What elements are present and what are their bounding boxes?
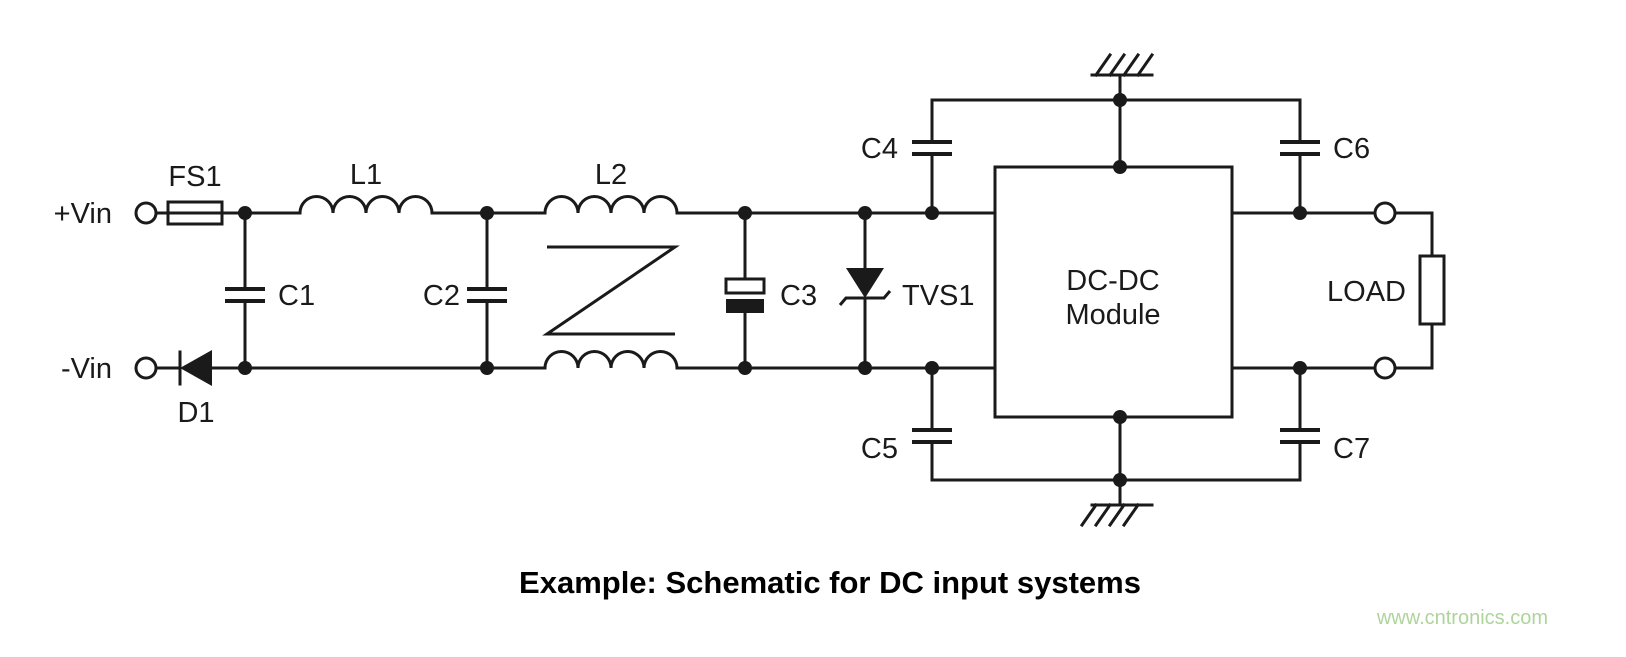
label-c4: C4	[861, 133, 898, 165]
junction-dots	[238, 93, 1307, 487]
label-d1: D1	[177, 397, 214, 429]
choke-core-symbol	[542, 245, 680, 336]
label-fs1: FS1	[168, 161, 221, 193]
common-mode-choke-l2	[542, 195, 680, 369]
label-c5: C5	[861, 433, 898, 465]
top-ground-network	[912, 52, 1320, 215]
terminal-pos-in	[134, 201, 158, 225]
diode-d1	[178, 350, 212, 386]
fuse-fs1	[166, 200, 224, 226]
capacitor-c5	[912, 366, 952, 482]
capacitor-c4	[912, 98, 952, 215]
label-module-line1: DC-DC	[1066, 265, 1159, 297]
load-resistor	[1418, 211, 1446, 370]
ground-symbol-top	[1090, 52, 1155, 102]
label-l1: L1	[350, 159, 382, 191]
capacitor-c3	[724, 211, 766, 370]
inductor-l1	[298, 195, 434, 214]
label-pos-vin: +Vin	[54, 198, 112, 230]
label-c1: C1	[278, 280, 315, 312]
label-module-line2: Module	[1065, 299, 1160, 331]
terminal-out-pos	[1373, 201, 1397, 225]
capacitor-c2	[467, 211, 507, 370]
capacitor-c7	[1280, 366, 1320, 482]
terminal-neg-in	[134, 356, 158, 380]
capacitor-c1	[225, 211, 265, 370]
schematic-caption: Example: Schematic for DC input systems	[519, 565, 1141, 600]
tvs-diode-tvs1	[838, 211, 892, 370]
capacitor-c6	[1280, 98, 1320, 215]
label-c3: C3	[780, 280, 817, 312]
label-load: LOAD	[1327, 276, 1406, 308]
label-c7: C7	[1333, 433, 1370, 465]
label-l2: L2	[595, 159, 627, 191]
label-c2: C2	[423, 280, 460, 312]
watermark-text: www.cntronics.com	[1376, 607, 1548, 629]
label-neg-vin: -Vin	[61, 353, 112, 385]
label-c6: C6	[1333, 133, 1370, 165]
ground-symbol-bottom	[1079, 478, 1154, 528]
schematic-graphics: +Vin -Vin FS1 D1 C1 C2 L1 L2 C3 TVS1 C4 …	[54, 52, 1548, 629]
terminal-out-neg	[1373, 356, 1397, 380]
label-tvs1: TVS1	[902, 280, 975, 312]
bottom-ground-network	[912, 366, 1320, 528]
